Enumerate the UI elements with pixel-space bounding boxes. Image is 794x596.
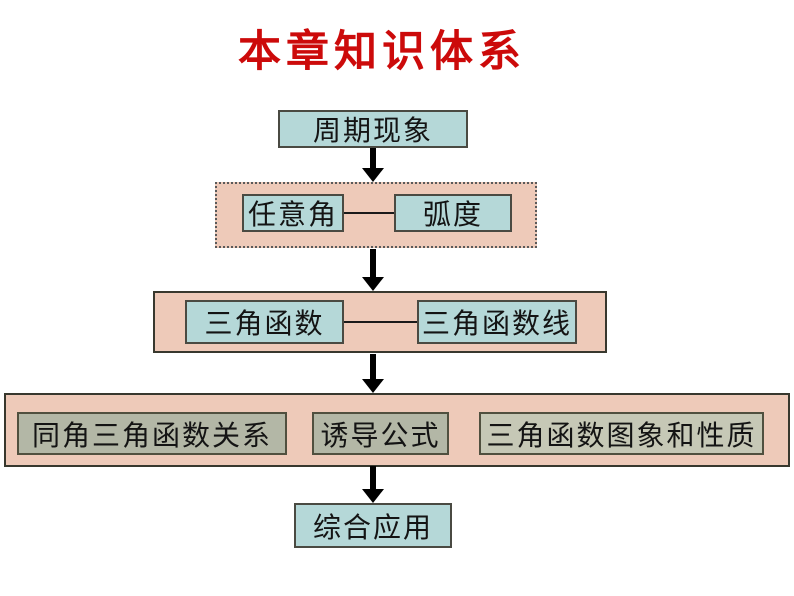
node-graphs-and-properties: 三角函数图象和性质 [479, 412, 764, 455]
arrow-stem [370, 466, 376, 490]
connector-line [344, 212, 394, 214]
node-comprehensive-application: 综合应用 [294, 503, 452, 548]
group-trig-topics: 同角三角函数关系 诱导公式 三角函数图象和性质 [4, 393, 790, 467]
node-trig-functions: 三角函数 [185, 300, 344, 344]
arrow-stem [370, 354, 376, 380]
arrow-head [362, 168, 384, 182]
group-trig-functions: 三角函数 三角函数线 [153, 291, 607, 353]
node-periodic-phenomena: 周期现象 [278, 110, 468, 148]
slide-title: 本章知识体系 [238, 27, 526, 77]
group-angle-radian: 任意角 弧度 [215, 182, 537, 248]
arrow-head [362, 489, 384, 503]
arrow-stem [370, 249, 376, 278]
arrow-stem [370, 148, 376, 169]
node-radian: 弧度 [394, 194, 512, 232]
connector-line [344, 321, 417, 323]
node-same-angle-relations: 同角三角函数关系 [17, 412, 287, 455]
node-arbitrary-angle: 任意角 [242, 194, 344, 232]
node-trig-function-lines: 三角函数线 [417, 300, 577, 344]
arrow-head [362, 379, 384, 393]
node-induction-formulas: 诱导公式 [312, 412, 449, 455]
arrow-head [362, 277, 384, 291]
